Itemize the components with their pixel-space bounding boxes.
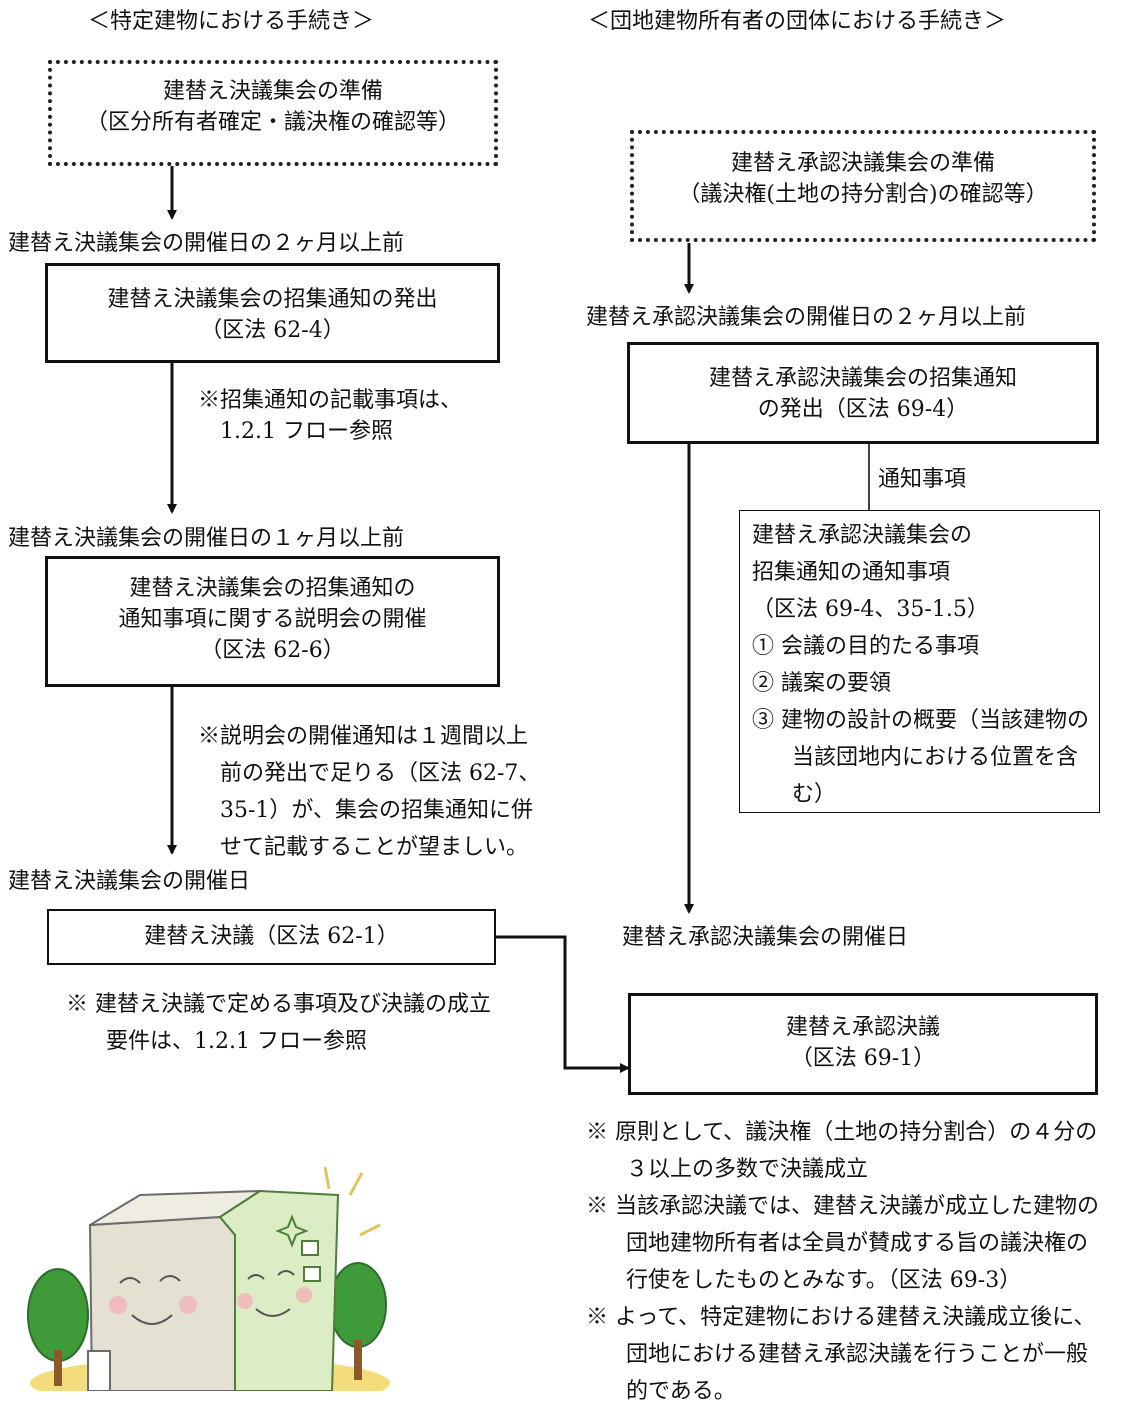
left-meeting-box: 建替え決議集会の招集通知の 通知事項に関する説明会の開催 （区法 62-6） <box>45 556 500 687</box>
left-note-2-line2: 前の発出で足りる（区法 62-7、 <box>220 761 541 786</box>
right-item-1: ① 会議の目的たる事項 <box>752 634 979 659</box>
right-timing-2: 建替え承認決議集会の開催日 <box>622 925 909 950</box>
right-notice-line2: の発出（区法 69-4） <box>757 397 969 422</box>
right-items-title-3: （区法 69-4、35-1.5） <box>752 597 989 622</box>
right-notice-box: 建替え承認決議集会の招集通知 の発出（区法 69-4） <box>627 342 1099 444</box>
right-items-list: ① 会議の目的たる事項 ② 議案の要領 ③ 建物の設計の概要（当該建物の当該団地… <box>752 628 1089 813</box>
right-resolution-line1: 建替え承認決議 <box>785 1015 940 1040</box>
left-note-2-line4: せて記載することが望ましい。 <box>220 835 529 860</box>
left-resolution-box: 建替え決議（区法 62-1） <box>47 909 496 965</box>
left-notice-box: 建替え決議集会の招集通知の発出 （区法 62-4） <box>45 263 500 363</box>
left-note-1-line1: ※招集通知の記載事項は、 <box>198 388 463 413</box>
left-note-2: ※説明会の開催通知は１週間以上 前の発出で足りる（区法 62-7、 35-1）が… <box>198 718 540 866</box>
right-items-title-1: 建替え承認決議集会の <box>752 523 973 548</box>
left-note-2-line1: ※説明会の開催通知は１週間以上 <box>198 724 529 749</box>
left-prep-box: 建替え決議集会の準備 （区分所有者確定・議決権の確認等） <box>48 60 498 166</box>
right-notice-items-label: 通知事項 <box>878 467 967 492</box>
left-notice-line1: 建替え決議集会の招集通知の発出 <box>107 287 438 312</box>
right-prep-box: 建替え承認決議集会の準備 （議決権(土地の持分割合)の確認等） <box>630 130 1096 242</box>
left-meeting-line2: 通知事項に関する説明会の開催 <box>118 607 427 632</box>
right-resolution-line2: （区法 69-1） <box>790 1046 936 1071</box>
building-mascot-illustration <box>20 1155 395 1391</box>
arrow-left-resolution-to-right-resolution <box>496 935 630 1073</box>
left-note-3: ※ 建替え決議で定める事項及び決議の成立要件は、1.2.1 フロー参照 <box>66 986 491 1060</box>
left-meeting-line1: 建替え決議集会の招集通知の <box>129 576 416 601</box>
left-notice-line2: （区法 62-4） <box>200 318 345 343</box>
right-note-1: ※ 原則として、議決権（土地の持分割合）の４分の３以上の多数で決議成立 <box>586 1120 1098 1182</box>
left-timing-3: 建替え決議集会の開催日 <box>8 869 251 894</box>
right-prep-line1: 建替え承認決議集会の準備 <box>730 151 995 176</box>
left-timing-1: 建替え決議集会の開催日の２ヶ月以上前 <box>8 231 405 256</box>
left-note-1-line2: 1.2.1 フロー参照 <box>220 419 393 444</box>
right-note-3: ※ よって、特定建物における建替え決議成立後に、団地における建替え承認決議を行う… <box>586 1305 1096 1404</box>
left-note-2-line3: 35-1）が、集会の招集通知に併 <box>220 798 533 823</box>
right-item-2: ② 議案の要領 <box>752 671 891 696</box>
right-resolution-box: 建替え承認決議 （区法 69-1） <box>628 993 1098 1095</box>
right-notice-line1: 建替え承認決議集会の招集通知 <box>708 366 1017 391</box>
right-column-heading: ＜団地建物所有者の団体における手続き＞ <box>588 9 1007 34</box>
left-note-3-text: ※ 建替え決議で定める事項及び決議の成立要件は、1.2.1 フロー参照 <box>66 992 491 1054</box>
left-resolution-label: 建替え決議（区法 62-1） <box>144 924 399 949</box>
left-prep-line1: 建替え決議集会の準備 <box>162 79 383 104</box>
right-prep-line2: （議決権(土地の持分割合)の確認等） <box>678 182 1048 207</box>
left-meeting-line3: （区法 62-6） <box>200 638 345 663</box>
right-notice-items-box: 建替え承認決議集会の 招集通知の通知事項 （区法 69-4、35-1.5） ① … <box>739 510 1100 813</box>
right-note-2: ※ 当該承認決議では、建替え決議が成立した建物の団地建物所有者は全員が賛成する旨… <box>586 1194 1099 1293</box>
right-timing-1: 建替え承認決議集会の開催日の２ヶ月以上前 <box>586 305 1027 330</box>
right-items-title-2: 招集通知の通知事項 <box>752 560 951 585</box>
left-column-heading: ＜特定建物における手続き＞ <box>88 9 375 34</box>
left-note-1: ※招集通知の記載事項は、 1.2.1 フロー参照 <box>198 385 462 447</box>
left-prep-line2: （区分所有者確定・議決権の確認等） <box>85 110 460 135</box>
left-timing-2: 建替え決議集会の開催日の１ヶ月以上前 <box>8 526 405 551</box>
right-notes: ※ 原則として、議決権（土地の持分割合）の４分の３以上の多数で決議成立 ※ 当該… <box>586 1114 1106 1410</box>
right-item-3: ③ 建物の設計の概要（当該建物の当該団地内における位置を含む） <box>752 708 1089 807</box>
